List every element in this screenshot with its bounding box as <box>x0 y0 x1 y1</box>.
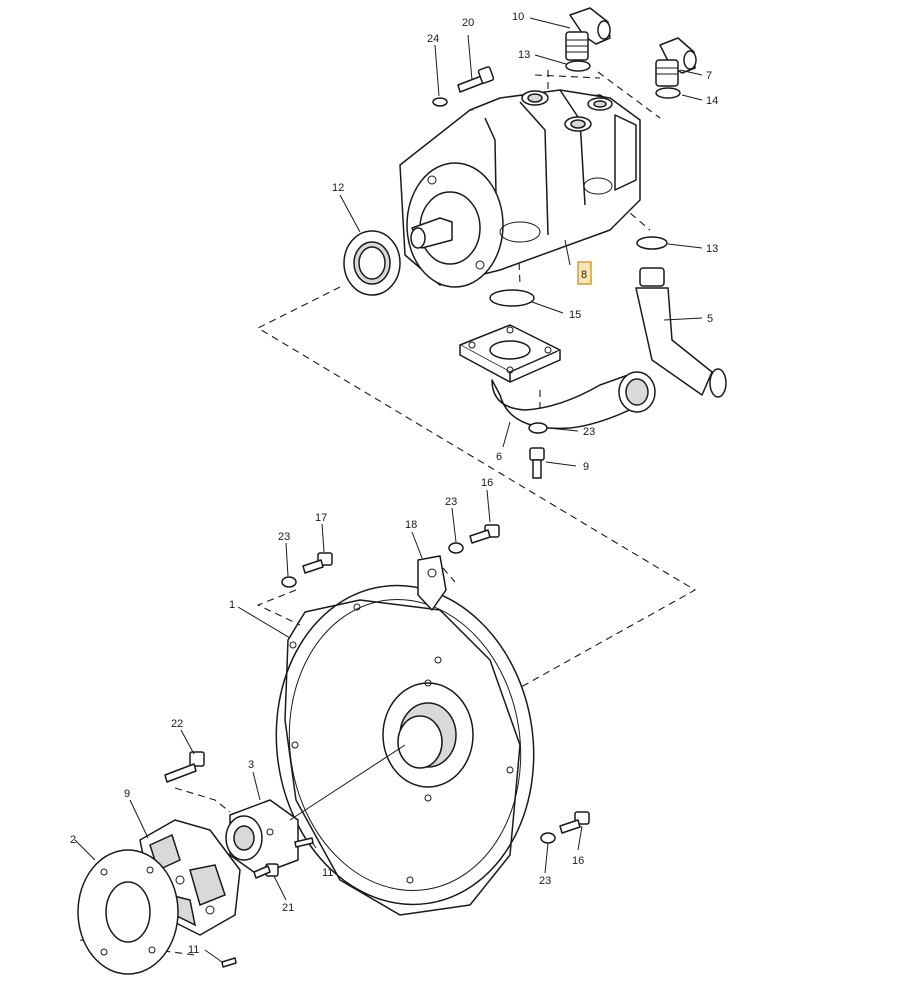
suction-pipe-6 <box>459 324 656 430</box>
callout-15: 15 <box>569 309 581 321</box>
callout-16-top: 16 <box>481 477 493 489</box>
callout-6: 6 <box>496 451 502 463</box>
bracket-18 <box>417 555 447 611</box>
leader-lines <box>74 17 703 963</box>
callout-11-bottom: 11 <box>188 944 199 956</box>
bolt-9 <box>529 447 545 479</box>
hydraulic-pump <box>399 89 641 288</box>
callout-23-top: 23 <box>445 496 457 508</box>
callout-5: 5 <box>707 313 713 325</box>
callout-11-top: 11 <box>322 867 333 879</box>
elbow-fitting-10 <box>565 7 611 61</box>
callout-21: 21 <box>282 902 294 914</box>
pin-11-bottom <box>221 957 237 968</box>
screw-21 <box>253 863 279 879</box>
callout-10: 10 <box>512 11 524 23</box>
callout-2: 2 <box>70 834 76 846</box>
callout-3: 3 <box>248 759 254 771</box>
hub-3 <box>225 799 299 876</box>
flange-plate-2 <box>77 849 179 975</box>
callout-labels: 10 13 20 24 7 14 12 8 13 15 5 23 9 6 16 … <box>70 11 718 956</box>
o-ring-13-top <box>565 60 591 72</box>
callout-13-side: 13 <box>706 243 718 255</box>
callout-9-bolt: 9 <box>583 461 589 473</box>
bolt-22 <box>164 751 205 783</box>
callout-18: 18 <box>405 519 417 531</box>
washer-23-bottom <box>540 832 556 844</box>
oil-seal-12 <box>343 230 401 296</box>
callout-24: 24 <box>427 33 439 45</box>
callout-17: 17 <box>315 512 327 524</box>
callout-23-pipe: 23 <box>583 426 595 438</box>
callout-23-bottom: 23 <box>539 875 551 887</box>
callout-23-left: 23 <box>278 531 290 543</box>
callout-22: 22 <box>171 718 183 730</box>
callout-1: 1 <box>229 599 235 611</box>
callout-20: 20 <box>462 17 474 29</box>
callout-12: 12 <box>332 182 344 194</box>
callout-16-bottom: 16 <box>572 855 584 867</box>
bolt-20 <box>457 66 495 93</box>
washer-23-pipe <box>528 422 548 434</box>
callout-9-coupling: 9 <box>124 788 130 800</box>
bolt-17 <box>302 552 333 574</box>
o-ring-14 <box>655 87 681 99</box>
callout-14: 14 <box>706 95 718 107</box>
washer-23-top <box>448 542 464 554</box>
tube-5 <box>635 267 727 398</box>
callout-8-highlight <box>577 261 592 285</box>
callout-13-top: 13 <box>518 49 530 61</box>
callout-7: 7 <box>706 70 712 82</box>
coupling-9 <box>139 819 241 936</box>
o-ring-13-side <box>636 236 668 250</box>
o-ring-15 <box>489 289 535 307</box>
elbow-fitting-7 <box>655 37 697 87</box>
washer-23-left <box>281 576 297 588</box>
bolt-16-bottom <box>559 811 590 834</box>
callout-8: 8 <box>581 269 587 281</box>
washer-24 <box>432 97 448 107</box>
bolt-16-top <box>469 524 500 544</box>
